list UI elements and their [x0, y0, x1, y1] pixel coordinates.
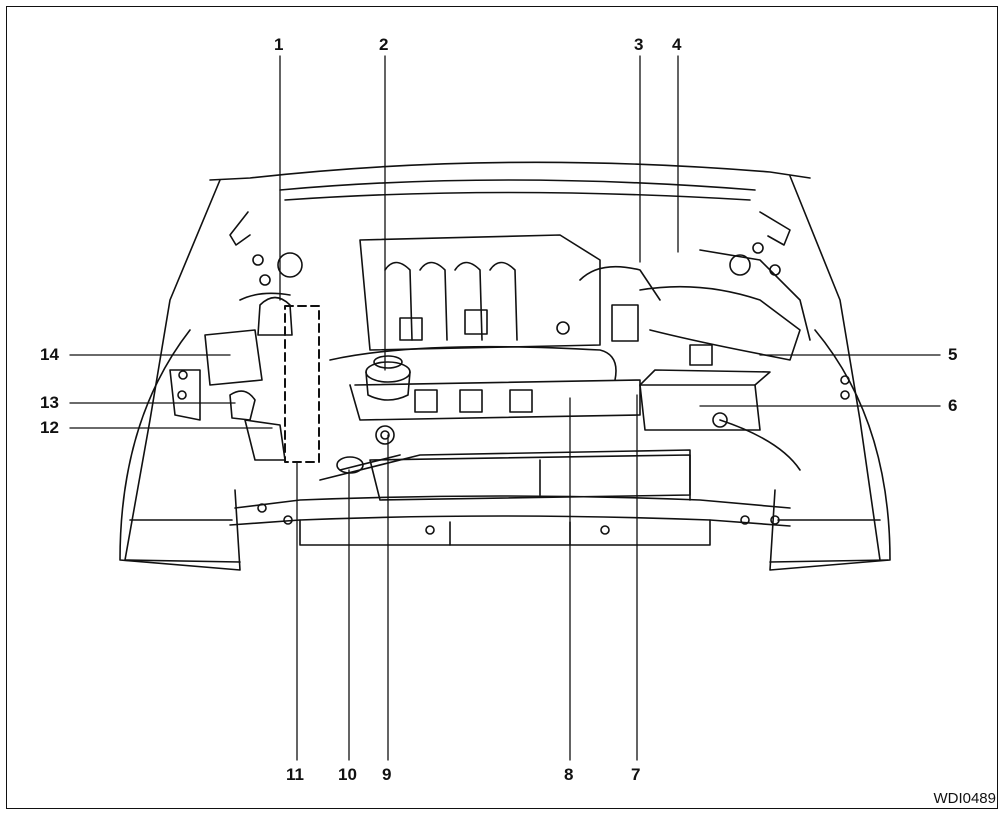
radiator-support	[229, 495, 791, 546]
callout-2: 2	[379, 35, 389, 54]
hoses	[239, 292, 801, 501]
callout-3: 3	[634, 35, 644, 54]
battery	[639, 344, 771, 431]
dashed-highlight-box	[284, 305, 320, 463]
callout-9: 9	[382, 765, 392, 784]
leader-lines	[69, 55, 941, 761]
callout-11: 11	[286, 765, 304, 784]
figure-code: WDI0489	[933, 790, 996, 807]
callout-7: 7	[631, 765, 641, 784]
figure-border	[6, 6, 998, 809]
callout-4: 4	[672, 35, 682, 54]
oil-filler-cap	[365, 355, 411, 401]
air-cleaner	[579, 249, 811, 361]
front-cover	[369, 454, 691, 501]
callout-1: 1	[274, 35, 284, 54]
callout-5: 5	[948, 345, 958, 364]
callout-8: 8	[564, 765, 574, 784]
callout-12: 12	[40, 418, 59, 437]
valve-cover	[349, 379, 641, 421]
left-fender	[119, 329, 241, 571]
callout-10: 10	[338, 765, 357, 784]
dipstick	[375, 425, 395, 445]
left-side-components	[169, 242, 850, 461]
radiator-cap	[336, 456, 364, 474]
callout-14: 14	[40, 345, 59, 364]
callout-13: 13	[40, 393, 59, 412]
right-fender	[769, 329, 891, 571]
hood-outline	[124, 161, 881, 561]
callout-6: 6	[948, 396, 958, 415]
intake-manifold	[359, 234, 601, 351]
